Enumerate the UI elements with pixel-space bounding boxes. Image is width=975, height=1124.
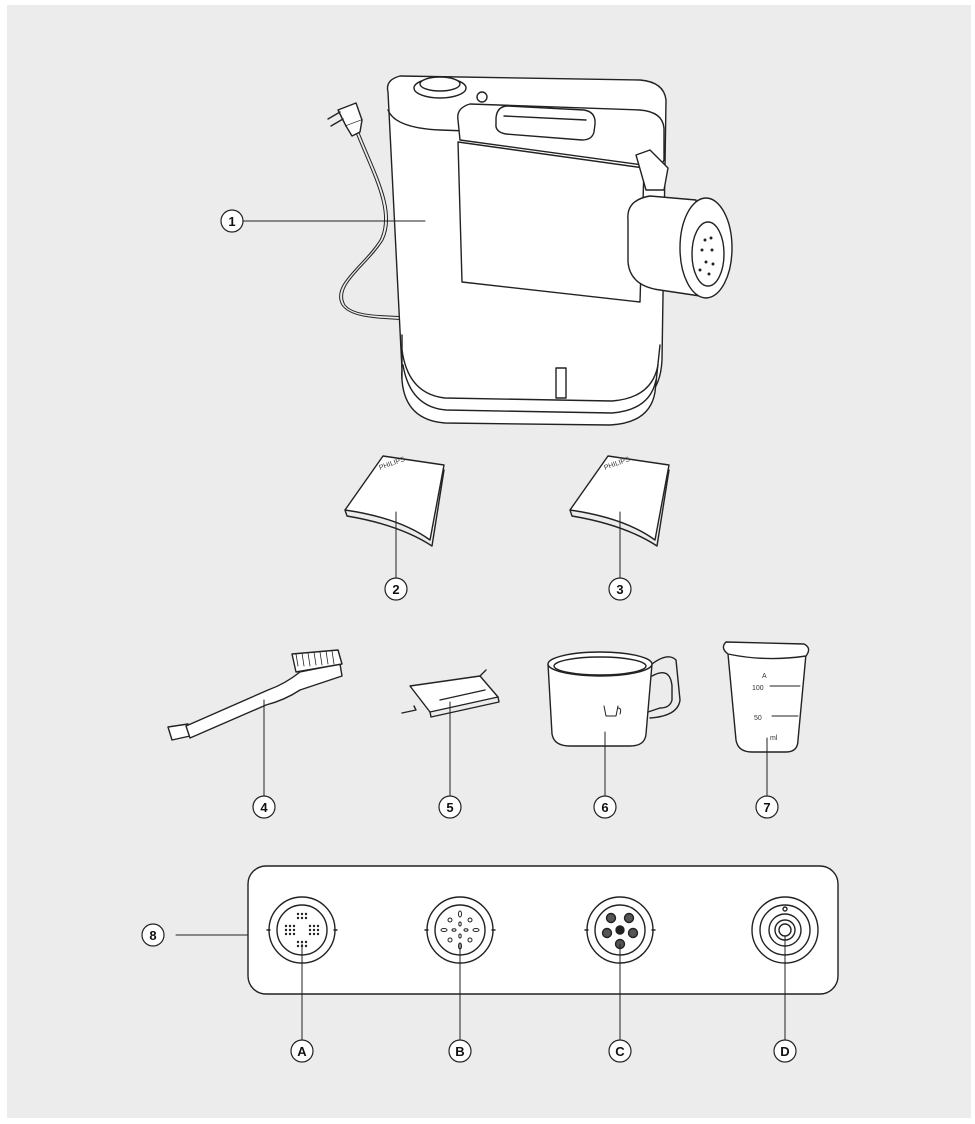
callout-4-circle <box>252 795 276 819</box>
cleaning-brush-illustration <box>167 649 343 741</box>
callout-4-label: 4 <box>260 800 268 815</box>
callout-c-label: C <box>615 1044 625 1059</box>
callout-c-circle <box>608 1039 632 1063</box>
beaker-upper-mark: 100 <box>752 685 764 692</box>
shaping-disc-b-illustration <box>424 896 496 964</box>
shaping-disc-c-illustration <box>584 896 656 964</box>
callout-8-circle <box>141 923 165 947</box>
callout-7-circle <box>755 795 779 819</box>
callout-3-label: 3 <box>616 582 623 597</box>
callout-5-circle <box>438 795 462 819</box>
flour-cup-illustration <box>547 651 681 747</box>
callout-6-label: 6 <box>601 800 608 815</box>
water-beaker-illustration: A 100 50 ml <box>722 641 810 753</box>
callout-2-circle <box>384 577 408 601</box>
callout-b-label: B <box>455 1044 464 1059</box>
callout-a-circle <box>290 1039 314 1063</box>
callout-1-label: 1 <box>228 214 235 229</box>
beaker-cup-letter: A <box>762 673 767 680</box>
callout-7-label: 7 <box>763 800 770 815</box>
leader-lines <box>175 220 786 1041</box>
beaker-unit-label: ml <box>770 735 778 742</box>
callout-1-circle <box>220 209 244 233</box>
power-plug-icon <box>327 102 363 137</box>
beaker-lower-mark: 50 <box>754 715 762 722</box>
pasta-maker-illustration <box>327 75 733 426</box>
user-manual-illustration: PHILIPS <box>344 455 445 547</box>
callout-3-circle <box>608 577 632 601</box>
shaping-discs-panel <box>247 865 839 995</box>
callout-b-circle <box>448 1039 472 1063</box>
callout-8-label: 8 <box>149 928 156 943</box>
callout-5-label: 5 <box>446 800 453 815</box>
callout-a-label: A <box>297 1044 307 1059</box>
cleaning-tool-illustration <box>401 669 500 718</box>
callout-d-label: D <box>780 1044 789 1059</box>
callout-6-circle <box>593 795 617 819</box>
callout-2-label: 2 <box>392 582 399 597</box>
callout-d-circle <box>773 1039 797 1063</box>
